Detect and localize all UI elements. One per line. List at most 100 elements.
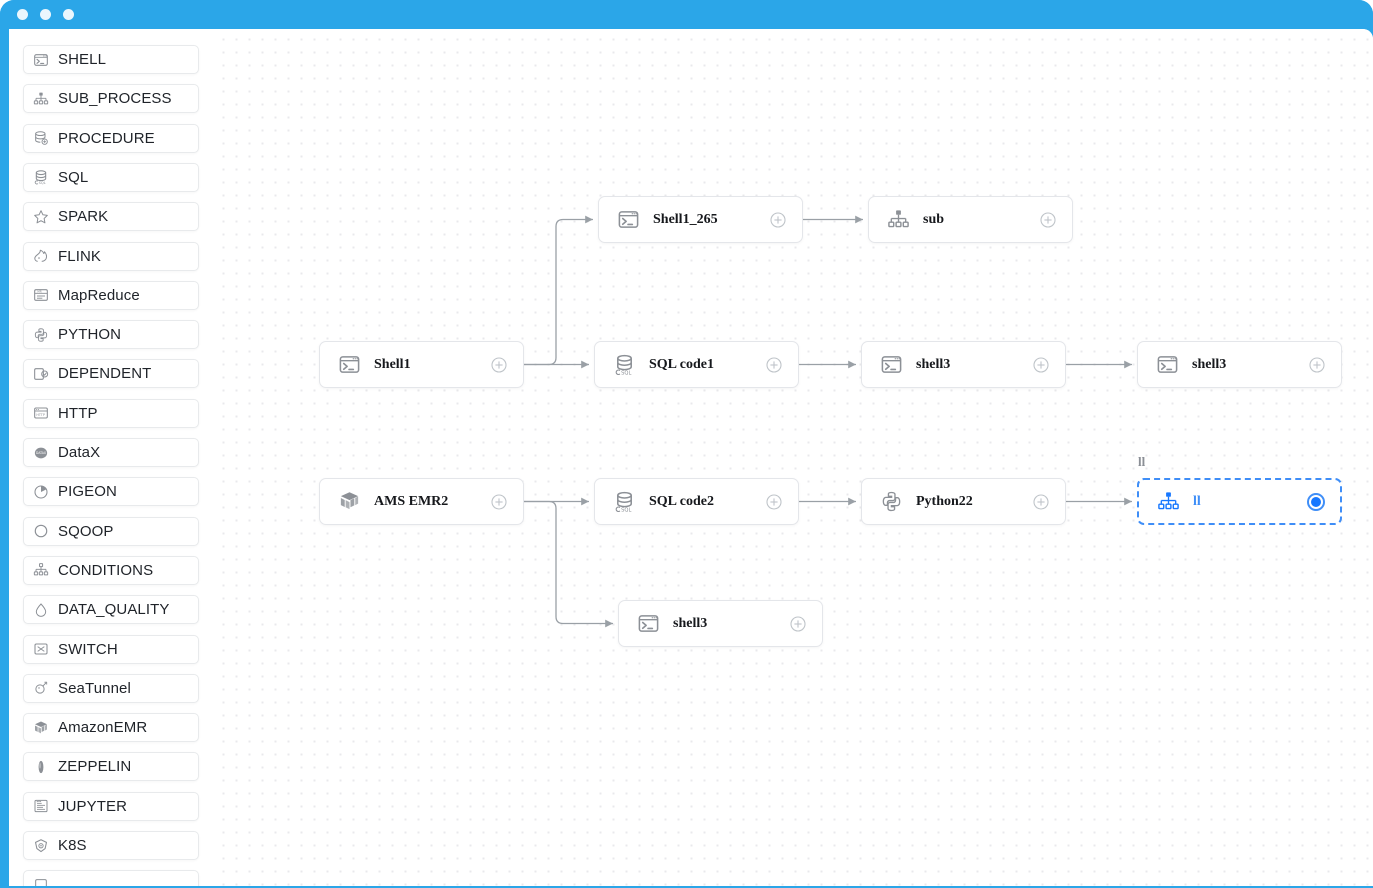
workflow-node-shell3_a[interactable]: shell3 bbox=[861, 341, 1066, 388]
workflow-node-shell1[interactable]: Shell1 bbox=[319, 341, 524, 388]
node-add-downstream-icon[interactable] bbox=[1040, 211, 1056, 228]
workflow-node-shell1_265[interactable]: Shell1_265 bbox=[598, 196, 803, 243]
sidebar-item-partial[interactable] bbox=[23, 870, 199, 886]
sidebar-item-zeppelin[interactable]: ZEPPELIN bbox=[23, 752, 199, 782]
sidebar-item-label: HTTP bbox=[58, 404, 98, 422]
svg-text:HTTP: HTTP bbox=[36, 413, 45, 417]
shell-icon bbox=[880, 353, 903, 376]
k8s-icon bbox=[33, 838, 49, 854]
sidebar-item-label: DEPENDENT bbox=[58, 365, 152, 383]
http-icon: HTTP bbox=[33, 405, 49, 421]
sidebar-item-spark[interactable]: SPARK bbox=[23, 202, 199, 232]
window-close-button[interactable] bbox=[17, 9, 28, 20]
node-add-downstream-icon[interactable] bbox=[766, 493, 782, 510]
shell-icon bbox=[33, 52, 49, 68]
window-maximize-button[interactable] bbox=[63, 9, 74, 20]
dependent-icon bbox=[33, 366, 49, 382]
partial-icon bbox=[33, 877, 49, 886]
sidebar-item-python[interactable]: PYTHON bbox=[23, 320, 199, 350]
sidebar-item-shell[interactable]: SHELL bbox=[23, 45, 199, 74]
sql-icon: SQL bbox=[33, 169, 49, 185]
node-add-downstream-icon[interactable] bbox=[790, 615, 806, 632]
datax-icon: DATAX bbox=[33, 445, 49, 461]
sidebar-item-label: MapReduce bbox=[58, 286, 140, 304]
node-label: Shell1_265 bbox=[653, 211, 718, 227]
sidebar-item-label: JUPYTER bbox=[58, 797, 128, 815]
flink-icon bbox=[33, 248, 49, 264]
workflow-node-sql_code1[interactable]: SQL SQL code1 bbox=[594, 341, 799, 388]
node-label: sub bbox=[923, 211, 945, 227]
sidebar-item-label: DATA_QUALITY bbox=[58, 601, 170, 619]
sidebar-item-label: SWITCH bbox=[58, 640, 118, 658]
sidebar-item-pigeon[interactable]: PIGEON bbox=[23, 477, 199, 507]
sidebar-item-seatunnel[interactable]: SeaTunnel bbox=[23, 673, 199, 703]
sidebar-item-dependent[interactable]: DEPENDENT bbox=[23, 359, 199, 389]
sidebar-item-label: PIGEON bbox=[58, 483, 117, 501]
sidebar-item-data-quality[interactable]: DATA_QUALITY bbox=[23, 595, 199, 625]
sub-process-icon bbox=[33, 91, 49, 107]
node-add-downstream-icon[interactable] bbox=[1309, 356, 1325, 373]
node-add-downstream-icon[interactable] bbox=[1033, 493, 1049, 510]
sidebar-item-label: SHELL bbox=[58, 51, 107, 68]
window-minimize-button[interactable] bbox=[40, 9, 51, 20]
shell-icon bbox=[617, 208, 640, 231]
sidebar-item-label: FLINK bbox=[58, 247, 102, 265]
window-titlebar bbox=[0, 0, 1373, 29]
node-add-downstream-icon[interactable] bbox=[491, 493, 507, 510]
workflow-node-shell3_c[interactable]: shell3 bbox=[618, 600, 823, 647]
spark-icon bbox=[33, 209, 49, 225]
amazon-emr-icon bbox=[33, 720, 49, 736]
sidebar-item-label: CONDITIONS bbox=[58, 561, 154, 579]
shell-icon bbox=[338, 353, 361, 376]
svg-text:SQL: SQL bbox=[621, 507, 631, 513]
sidebar-item-http[interactable]: HTTP HTTP bbox=[23, 398, 199, 428]
svg-text:SQL: SQL bbox=[621, 370, 631, 376]
node-add-downstream-icon[interactable] bbox=[770, 211, 786, 228]
workflow-node-shell3_b[interactable]: shell3 bbox=[1137, 341, 1342, 388]
workflow-node-sub[interactable]: sub bbox=[868, 196, 1073, 243]
sql-icon: SQL bbox=[613, 490, 636, 513]
sidebar-item-k8s[interactable]: K8S bbox=[23, 831, 199, 860]
sidebar-item-sqoop[interactable]: SQOOP bbox=[23, 516, 199, 546]
sidebar-item-flink[interactable]: FLINK bbox=[23, 241, 199, 271]
sql-icon: SQL bbox=[613, 353, 636, 376]
node-label: Python22 bbox=[916, 493, 973, 509]
workflow-node-ams_emr2[interactable]: AMS EMR2 bbox=[319, 478, 524, 525]
procedure-icon bbox=[33, 130, 49, 146]
workflow-node-python22[interactable]: Python22 bbox=[861, 478, 1066, 525]
sqoop-icon bbox=[33, 523, 49, 539]
edge-shell1-to-shell1_265 bbox=[524, 215, 593, 366]
sidebar-item-conditions[interactable]: CONDITIONS bbox=[23, 555, 199, 585]
edge-layer bbox=[524, 215, 1132, 628]
sidebar-item-label: DataX bbox=[58, 444, 101, 461]
node-label: SQL code1 bbox=[649, 356, 714, 372]
node-label: Shell1 bbox=[374, 356, 411, 372]
shell-icon bbox=[637, 612, 660, 635]
sidebar-item-label: SeaTunnel bbox=[58, 679, 131, 697]
sidebar-item-sub-process[interactable]: SUB_PROCESS bbox=[23, 84, 199, 114]
python-icon bbox=[33, 327, 49, 343]
sidebar-item-amazonemr[interactable]: AmazonEMR bbox=[23, 713, 199, 743]
pigeon-icon bbox=[33, 484, 49, 500]
node-add-downstream-icon[interactable] bbox=[766, 356, 782, 373]
workflow-node-ll_sub[interactable]: ll bbox=[1137, 478, 1342, 525]
shell-icon bbox=[1156, 353, 1179, 376]
sidebar-item-jupyter[interactable]: JUPYTER bbox=[23, 791, 199, 821]
node-add-downstream-icon[interactable] bbox=[491, 356, 507, 373]
conditions-icon bbox=[33, 562, 49, 578]
sidebar-item-datax[interactable]: DATAX DataX bbox=[23, 438, 199, 467]
jupyter-icon bbox=[33, 798, 49, 814]
sidebar-item-switch[interactable]: SWITCH bbox=[23, 634, 199, 664]
sub-process-icon bbox=[887, 208, 910, 231]
sidebar-item-procedure[interactable]: PROCEDURE bbox=[23, 123, 199, 153]
node-floating-tag: ll bbox=[1138, 454, 1146, 469]
node-selected-indicator[interactable] bbox=[1307, 492, 1325, 511]
node-add-downstream-icon[interactable] bbox=[1033, 356, 1049, 373]
sidebar-item-label: ZEPPELIN bbox=[58, 758, 132, 776]
